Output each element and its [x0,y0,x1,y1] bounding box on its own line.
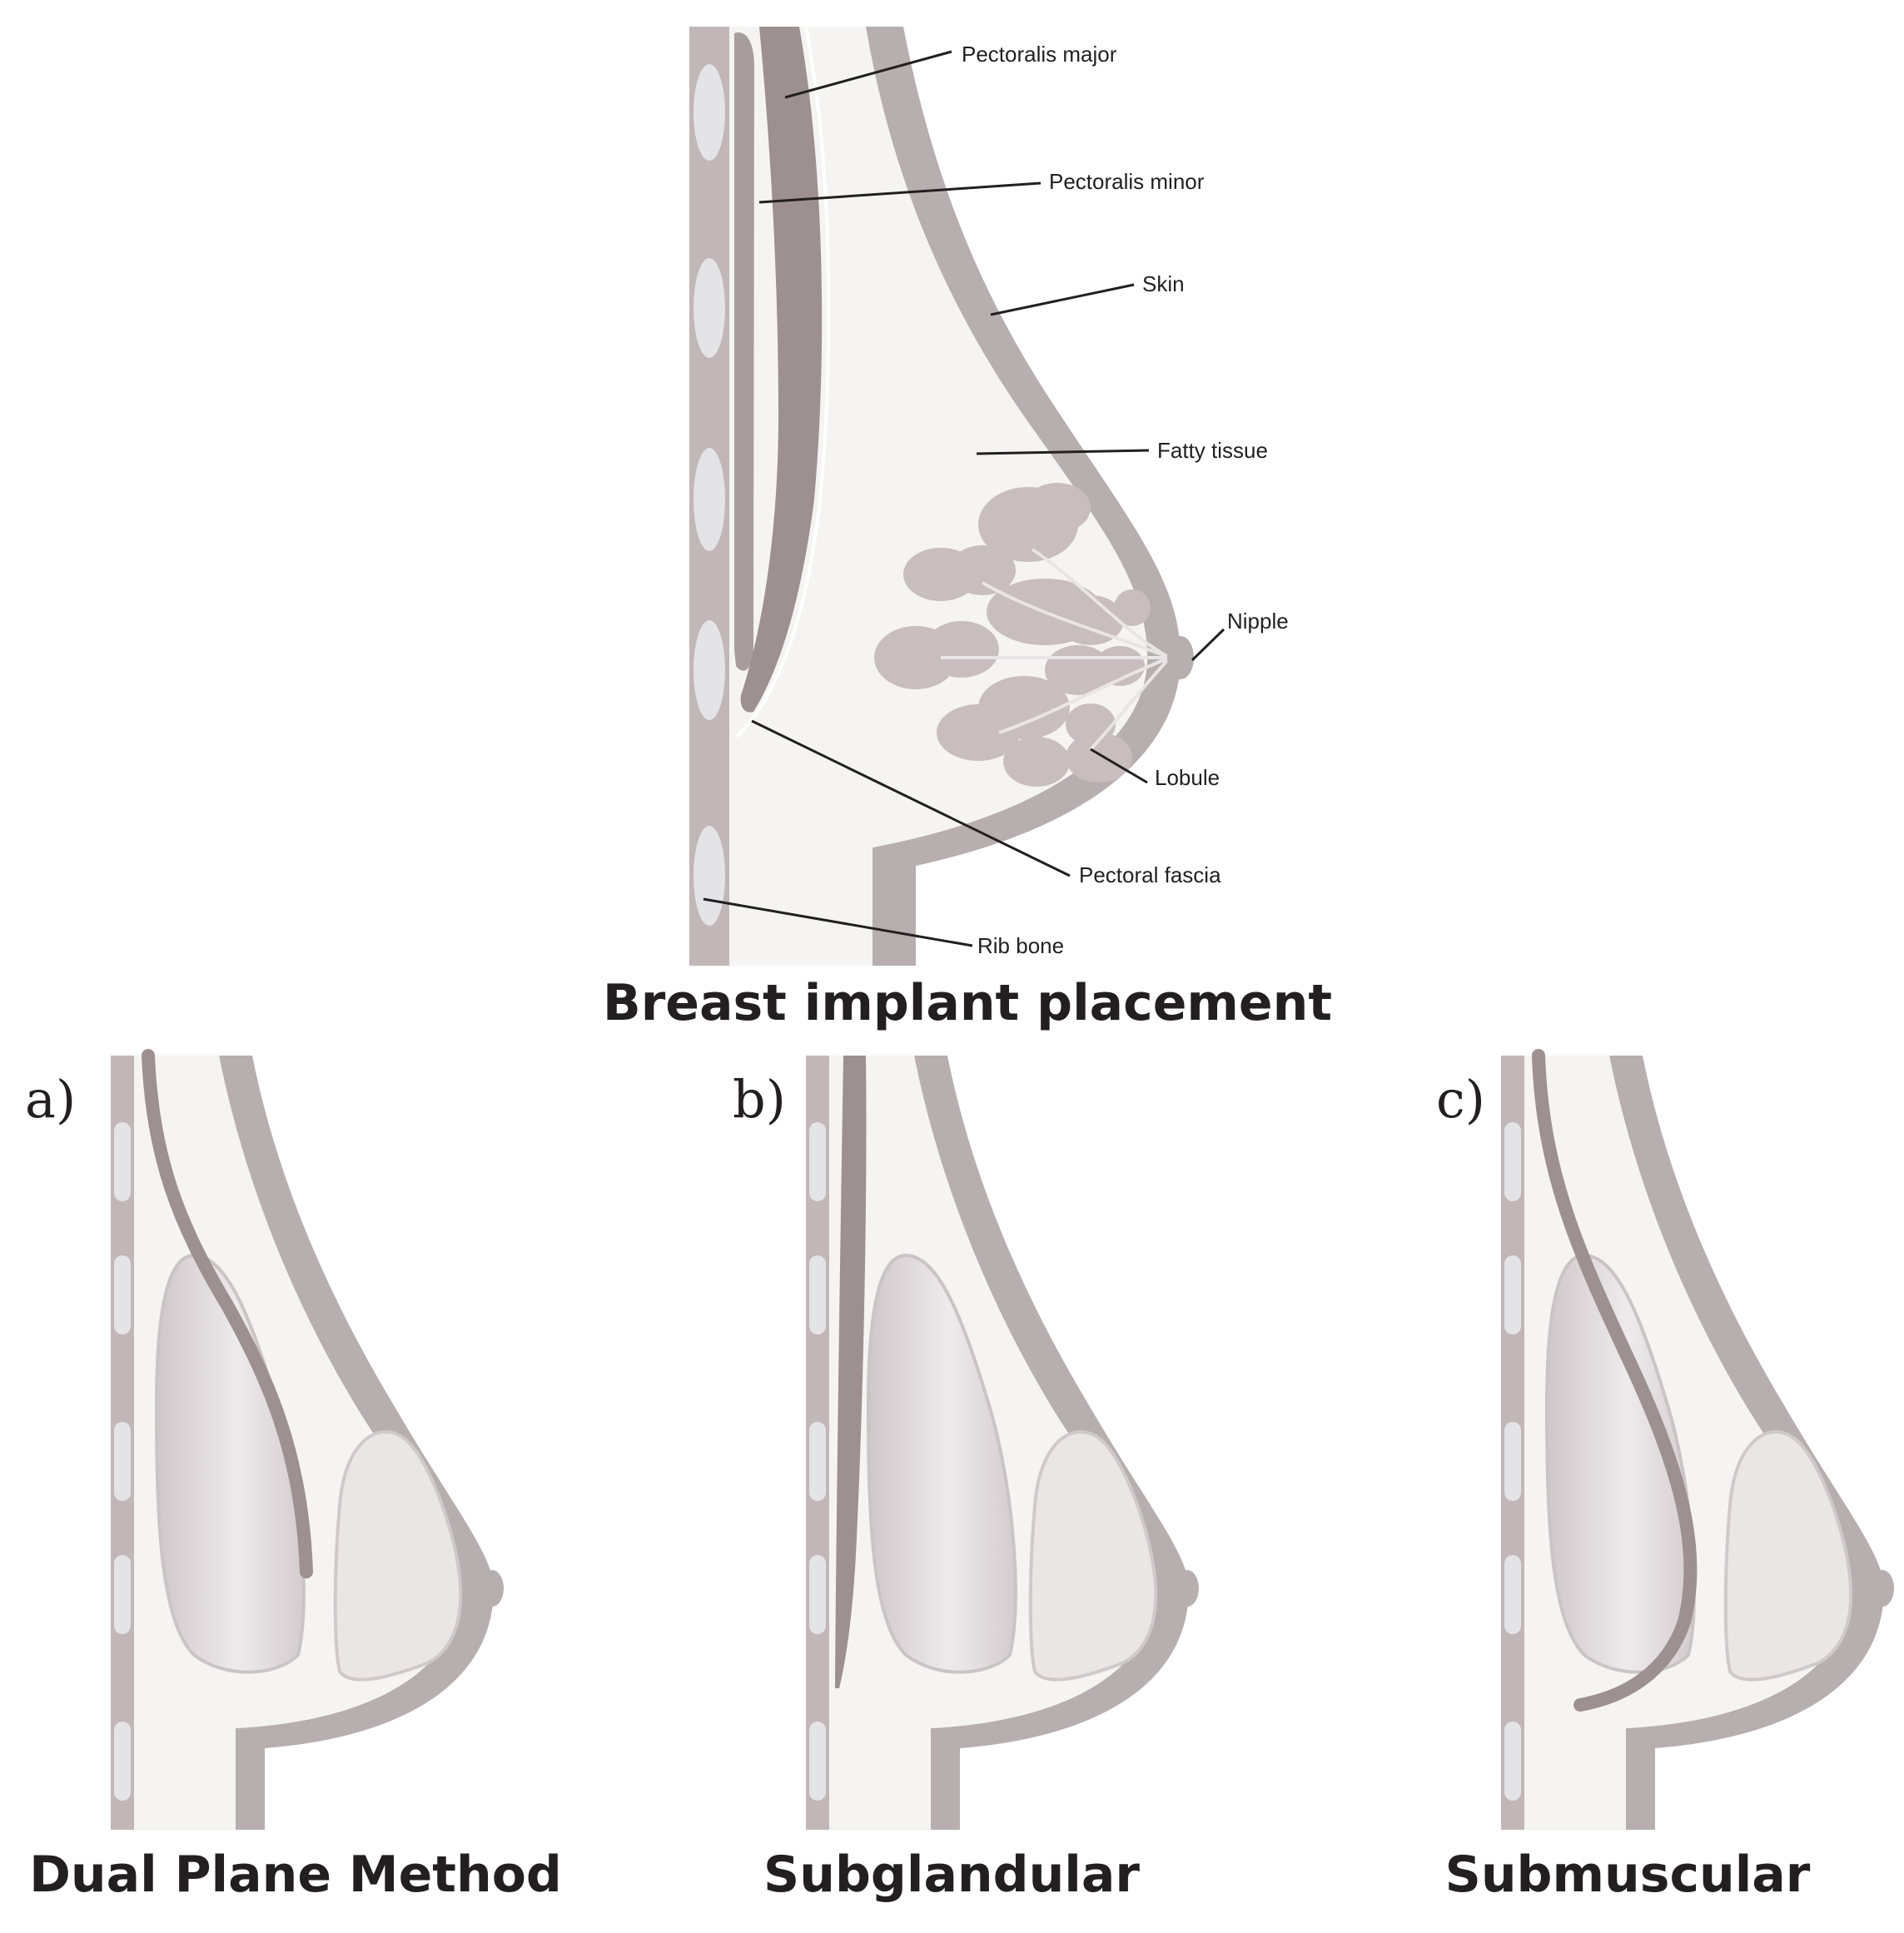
panel-b-letter: b) [733,1069,786,1130]
ducts [941,548,1171,751]
panel-c-title: Submuscular [1445,1846,1811,1904]
panel-a-title: Dual Plane Method [29,1846,562,1904]
muscle-dual-plane [142,1049,313,1578]
muscle-submuscular [1532,1049,1698,1712]
pectoralis-minor [734,32,754,671]
top-title: Breast implant placement [603,974,1332,1032]
label-rib-bone: Rib bone [977,933,1064,958]
muscle-subglandular [835,1056,867,1688]
panel-dual-plane [109,1049,505,1831]
panel-c-letter: c) [1436,1069,1485,1130]
skin-layer [866,27,1181,966]
pectoralis-major [740,27,823,713]
label-pectoralis-minor: Pectoralis minor [1049,169,1205,194]
panel-a-letter: a) [25,1069,76,1130]
pectoral-fascia-line [735,26,831,738]
label-skin: Skin [1142,271,1185,296]
label-pectoral-fascia: Pectoral fascia [1079,862,1221,887]
panel-subglandular [804,1054,1201,1831]
panel-b-title: Subglandular [763,1846,1140,1904]
label-nipple: Nipple [1227,609,1289,634]
panel-submuscular [1499,1049,1896,1831]
label-fatty-tissue: Fatty tissue [1157,438,1268,463]
label-lobule: Lobule [1155,765,1220,790]
label-pectoralis-major: Pectoralis major [962,42,1117,67]
nipple-shape [1167,636,1194,679]
anatomy-illustration: Pectoralis major Pectoralis minor Skin F… [689,26,1289,966]
